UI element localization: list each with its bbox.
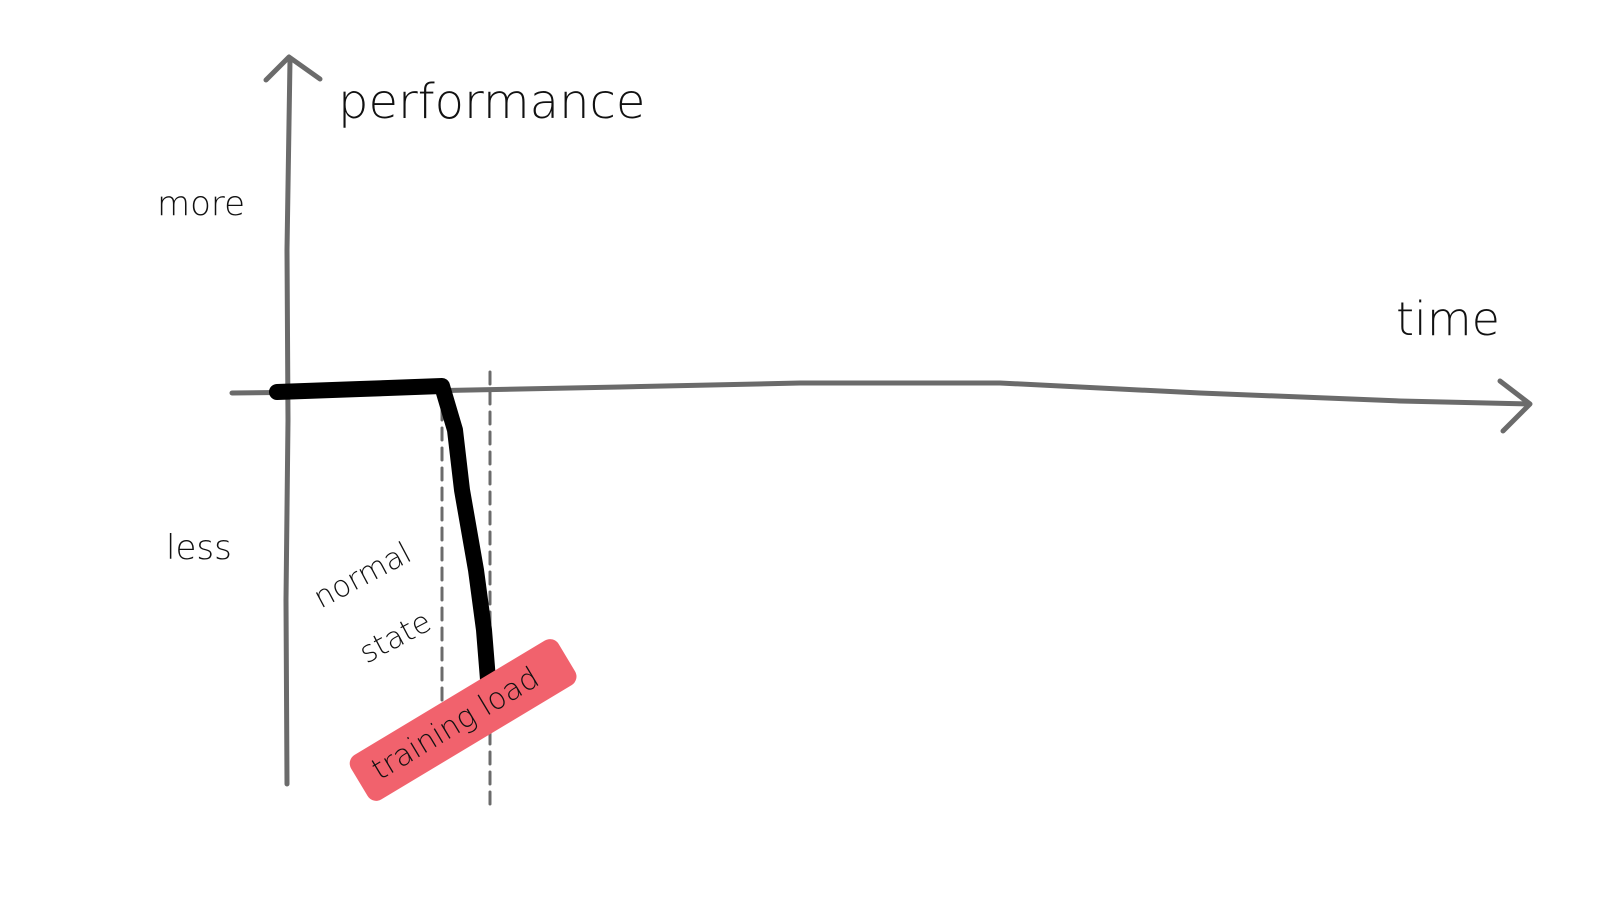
x-axis	[229, 380, 1531, 407]
x-axis-label: time	[1396, 292, 1500, 346]
y-level-less: less	[166, 528, 232, 568]
y-level-more: more	[157, 184, 246, 224]
y-axis	[283, 57, 293, 787]
x-axis-arrowhead	[1497, 378, 1533, 434]
diagram-title: performance	[338, 74, 646, 130]
y-axis-arrowhead	[263, 54, 323, 83]
performance-curve	[269, 378, 497, 700]
